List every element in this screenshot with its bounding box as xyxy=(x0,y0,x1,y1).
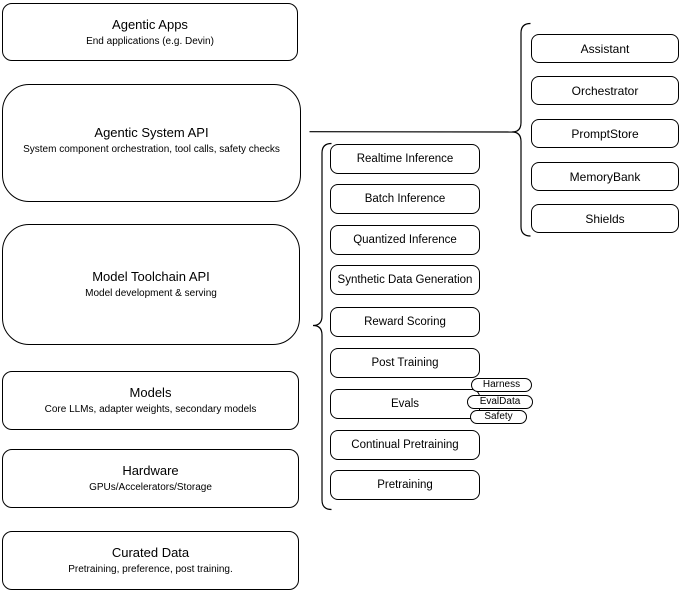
node-subtitle: Core LLMs, adapter weights, secondary mo… xyxy=(44,404,257,415)
node-subtitle: GPUs/Accelerators/Storage xyxy=(89,482,212,493)
toolchain-item-quantized-inference: Quantized Inference xyxy=(330,225,480,255)
node-subtitle: End applications (e.g. Devin) xyxy=(86,35,214,47)
eval-tag-label: Harness xyxy=(482,379,521,390)
toolchain-item-post-training: Post Training xyxy=(330,348,480,378)
node-subtitle: Model development & serving xyxy=(85,288,217,299)
eval-tag-label: EvalData xyxy=(479,396,521,407)
toolchain-item-batch-inference: Batch Inference xyxy=(330,184,480,214)
toolchain-item-label: Reward Scoring xyxy=(364,316,446,328)
toolchain-item-reward-scoring: Reward Scoring xyxy=(330,307,480,337)
component-label: MemoryBank xyxy=(569,169,641,184)
node-model-toolchain-api: Model Toolchain API Model development & … xyxy=(2,224,300,345)
toolchain-item-pretraining: Pretraining xyxy=(330,470,480,500)
node-title: Models xyxy=(129,385,172,400)
node-title: Agentic Apps xyxy=(112,16,188,32)
node-subtitle: Pretraining, preference, post training. xyxy=(68,564,233,575)
toolchain-item-synthetic-data-generation: Synthetic Data Generation xyxy=(330,265,480,295)
component-label: PromptStore xyxy=(571,126,639,141)
component-label: Shields xyxy=(585,211,625,226)
toolchain-item-label: Batch Inference xyxy=(364,193,446,205)
component-promptstore: PromptStore xyxy=(531,119,679,148)
component-assistant: Assistant xyxy=(531,34,679,63)
toolchain-item-label: Realtime Inference xyxy=(356,153,454,165)
component-label: Assistant xyxy=(580,41,630,56)
toolchain-item-label: Continual Pretraining xyxy=(351,439,459,451)
node-title: Agentic System API xyxy=(94,124,209,140)
node-title: Curated Data xyxy=(111,545,190,560)
toolchain-item-label: Pretraining xyxy=(377,479,433,491)
components-brace xyxy=(511,22,531,237)
toolchain-item-label: Synthetic Data Generation xyxy=(337,274,473,286)
toolchain-item-label: Quantized Inference xyxy=(353,234,457,246)
eval-tag-label: Safety xyxy=(484,411,513,422)
node-models: Models Core LLMs, adapter weights, secon… xyxy=(2,371,299,430)
toolchain-item-realtime-inference: Realtime Inference xyxy=(330,144,480,174)
node-title: Hardware xyxy=(122,463,179,478)
component-shields: Shields xyxy=(531,204,679,233)
toolchain-item-evals: Evals xyxy=(330,389,480,419)
eval-tag-evaldata: EvalData xyxy=(467,395,533,409)
node-curated-data: Curated Data Pretraining, preference, po… xyxy=(2,531,299,590)
component-memorybank: MemoryBank xyxy=(531,162,679,191)
eval-tag-harness: Harness xyxy=(471,378,532,392)
node-agentic-system-api: Agentic System API System component orch… xyxy=(2,84,301,202)
component-orchestrator: Orchestrator xyxy=(531,76,679,105)
toolchain-item-continual-pretraining: Continual Pretraining xyxy=(330,430,480,460)
node-title: Model Toolchain API xyxy=(92,269,210,284)
node-agentic-apps: Agentic Apps End applications (e.g. Devi… xyxy=(2,3,298,61)
eval-tag-safety: Safety xyxy=(470,410,527,424)
toolchain-item-label: Post Training xyxy=(371,357,439,369)
toolchain-brace xyxy=(312,142,332,511)
node-hardware: Hardware GPUs/Accelerators/Storage xyxy=(2,449,299,508)
component-label: Orchestrator xyxy=(571,83,639,98)
node-subtitle: System component orchestration, tool cal… xyxy=(23,143,280,155)
toolchain-item-label: Evals xyxy=(390,398,420,410)
